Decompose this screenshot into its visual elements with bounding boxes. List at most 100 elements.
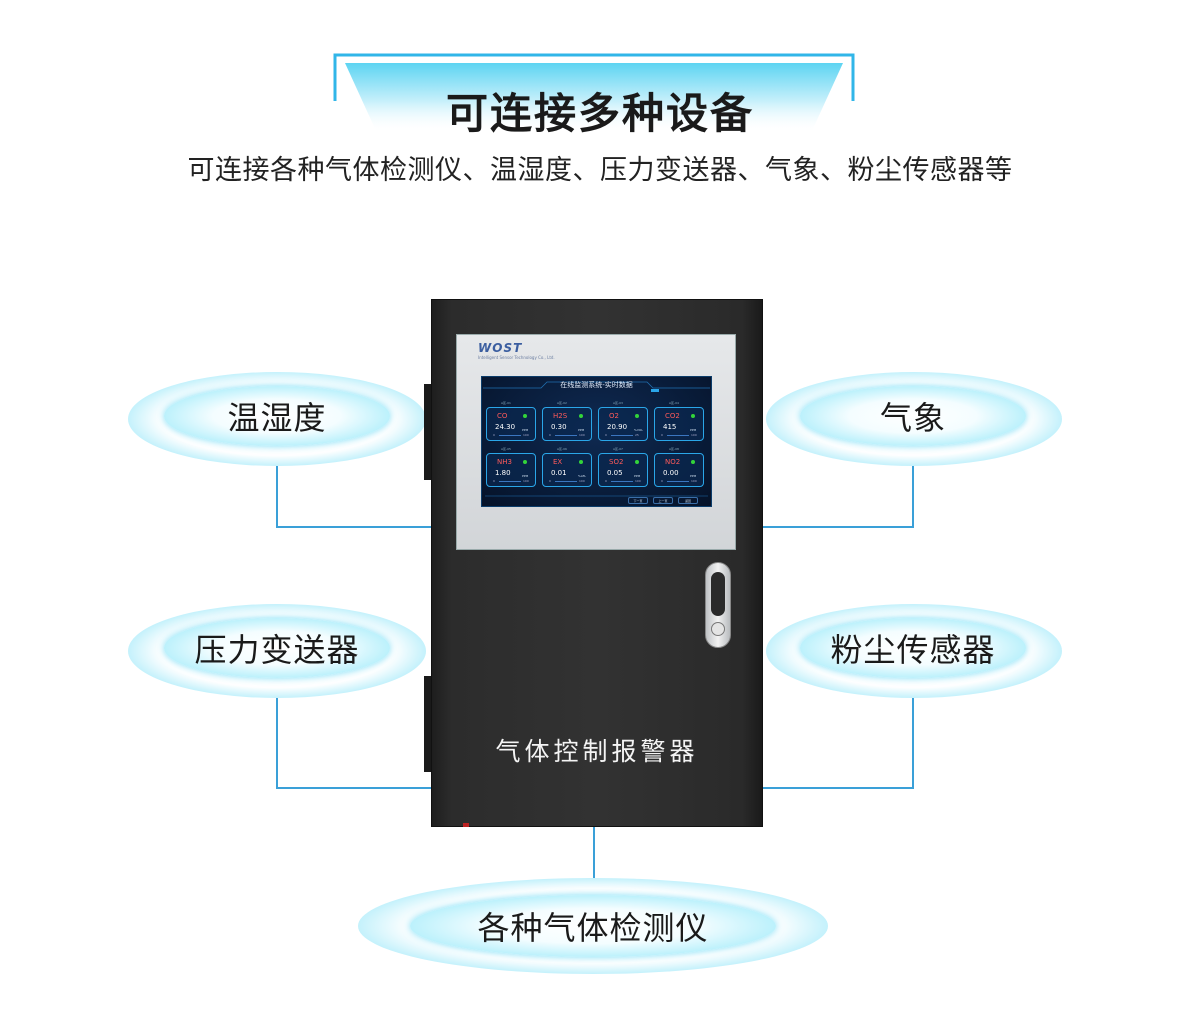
sensor-tag: A区-04 <box>669 401 679 405</box>
sensor-tag: A区-06 <box>557 447 567 451</box>
range-max: 100 <box>691 433 697 437</box>
node-label: 粉尘传感器 <box>830 631 996 669</box>
sensor-tag: A区-01 <box>501 401 511 405</box>
status-dot <box>523 460 527 464</box>
sensor-gas: CO2 <box>665 412 680 420</box>
sensor-gas: NO2 <box>665 458 681 466</box>
status-dot <box>579 414 583 418</box>
connector-line <box>276 526 432 528</box>
status-dot <box>579 460 583 464</box>
page-subtitle: 可连接各种气体检测仪、温湿度、压力变送器、气象、粉尘传感器等 <box>187 155 1013 186</box>
indicator-light <box>463 823 469 827</box>
handle-grip <box>711 572 725 616</box>
connector-line <box>276 460 278 528</box>
range-bar <box>667 435 689 436</box>
device-name: 气体控制报警器 <box>495 737 699 766</box>
sensor-value: 0.05 <box>607 469 623 477</box>
range-max: 100 <box>579 479 585 483</box>
screen-title: 在线监测系统-实时数据 <box>560 381 633 389</box>
sensor-gas: O2 <box>609 412 619 420</box>
connector-line <box>762 787 914 789</box>
lock-icon <box>711 622 725 636</box>
range-bar <box>667 481 689 482</box>
connector-line <box>912 460 914 528</box>
status-dot <box>635 460 639 464</box>
next-page-button[interactable]: 下一页 <box>628 497 648 504</box>
sensor-gas: NH3 <box>497 458 512 466</box>
range-bar <box>499 481 521 482</box>
sensor-unit: PPM <box>522 474 529 478</box>
cabinet-hinge <box>424 676 432 772</box>
range-bar <box>611 435 633 436</box>
range-min: 0 <box>549 433 551 437</box>
range-max: 100 <box>523 479 529 483</box>
sensor-unit: PPM <box>522 428 529 432</box>
node-temperature-humidity: 温湿度 <box>164 386 390 446</box>
sensor-unit: PPM <box>690 428 697 432</box>
node-pressure-transmitter: 压力变送器 <box>164 618 390 678</box>
brand-logo: WOST <box>478 341 523 355</box>
node-label: 各种气体检测仪 <box>477 909 709 947</box>
sensor-unit: %VOL <box>634 428 643 432</box>
sensor-gas: H2S <box>553 412 568 420</box>
screen-decoration <box>483 381 710 497</box>
brand-tagline: Intelligent Sensor Technology Co., Ltd. <box>478 355 555 360</box>
sensor-tag: A区-07 <box>613 447 623 451</box>
connector-line <box>912 693 914 789</box>
sensor-value: 0.00 <box>663 469 679 477</box>
range-min: 0 <box>549 479 551 483</box>
sensor-tag: A区-02 <box>557 401 567 405</box>
range-min: 0 <box>605 433 607 437</box>
connector-line <box>276 693 278 789</box>
range-max: 100 <box>523 433 529 437</box>
sensor-value: 0.30 <box>551 423 567 431</box>
sensor-unit: PPM <box>578 428 585 432</box>
node-gas-detectors: 各种气体检测仪 <box>410 895 776 957</box>
connector-line <box>276 787 432 789</box>
status-dot <box>691 414 695 418</box>
range-bar <box>499 435 521 436</box>
status-dot <box>635 414 639 418</box>
range-max: 100 <box>579 433 585 437</box>
sensor-gas: CO <box>497 412 508 420</box>
sensor-unit: %LEL <box>578 474 587 478</box>
sensor-unit: PPM <box>690 474 697 478</box>
sensor-value: 24.30 <box>495 423 516 431</box>
status-dot <box>523 414 527 418</box>
sensor-unit: PPM <box>634 474 641 478</box>
range-bar <box>555 481 577 482</box>
range-max: 25 <box>635 433 639 437</box>
node-label: 气象 <box>879 399 946 437</box>
connector-line <box>762 526 914 528</box>
range-min: 0 <box>661 479 663 483</box>
back-button[interactable]: 返回 <box>678 497 698 504</box>
cabinet-hinge <box>424 384 432 480</box>
node-dust-sensor: 粉尘传感器 <box>800 618 1026 678</box>
node-label: 压力变送器 <box>194 631 360 669</box>
range-min: 0 <box>493 433 495 437</box>
range-bar <box>555 435 577 436</box>
sensor-gas: EX <box>553 458 563 466</box>
sensor-tag: A区-05 <box>501 447 511 451</box>
node-label: 温湿度 <box>227 399 327 437</box>
range-max: 100 <box>635 479 641 483</box>
connector-line <box>593 827 595 889</box>
range-bar <box>611 481 633 482</box>
sensor-tag: A区-08 <box>669 447 679 451</box>
sensor-value: 415 <box>663 423 677 431</box>
sensor-tag: A区-03 <box>613 401 623 405</box>
status-dot <box>691 460 695 464</box>
range-min: 0 <box>661 433 663 437</box>
title-banner <box>333 53 855 133</box>
prev-page-button[interactable]: 上一页 <box>653 497 673 504</box>
sensor-value: 20.90 <box>607 423 628 431</box>
sensor-value: 1.80 <box>495 469 511 477</box>
